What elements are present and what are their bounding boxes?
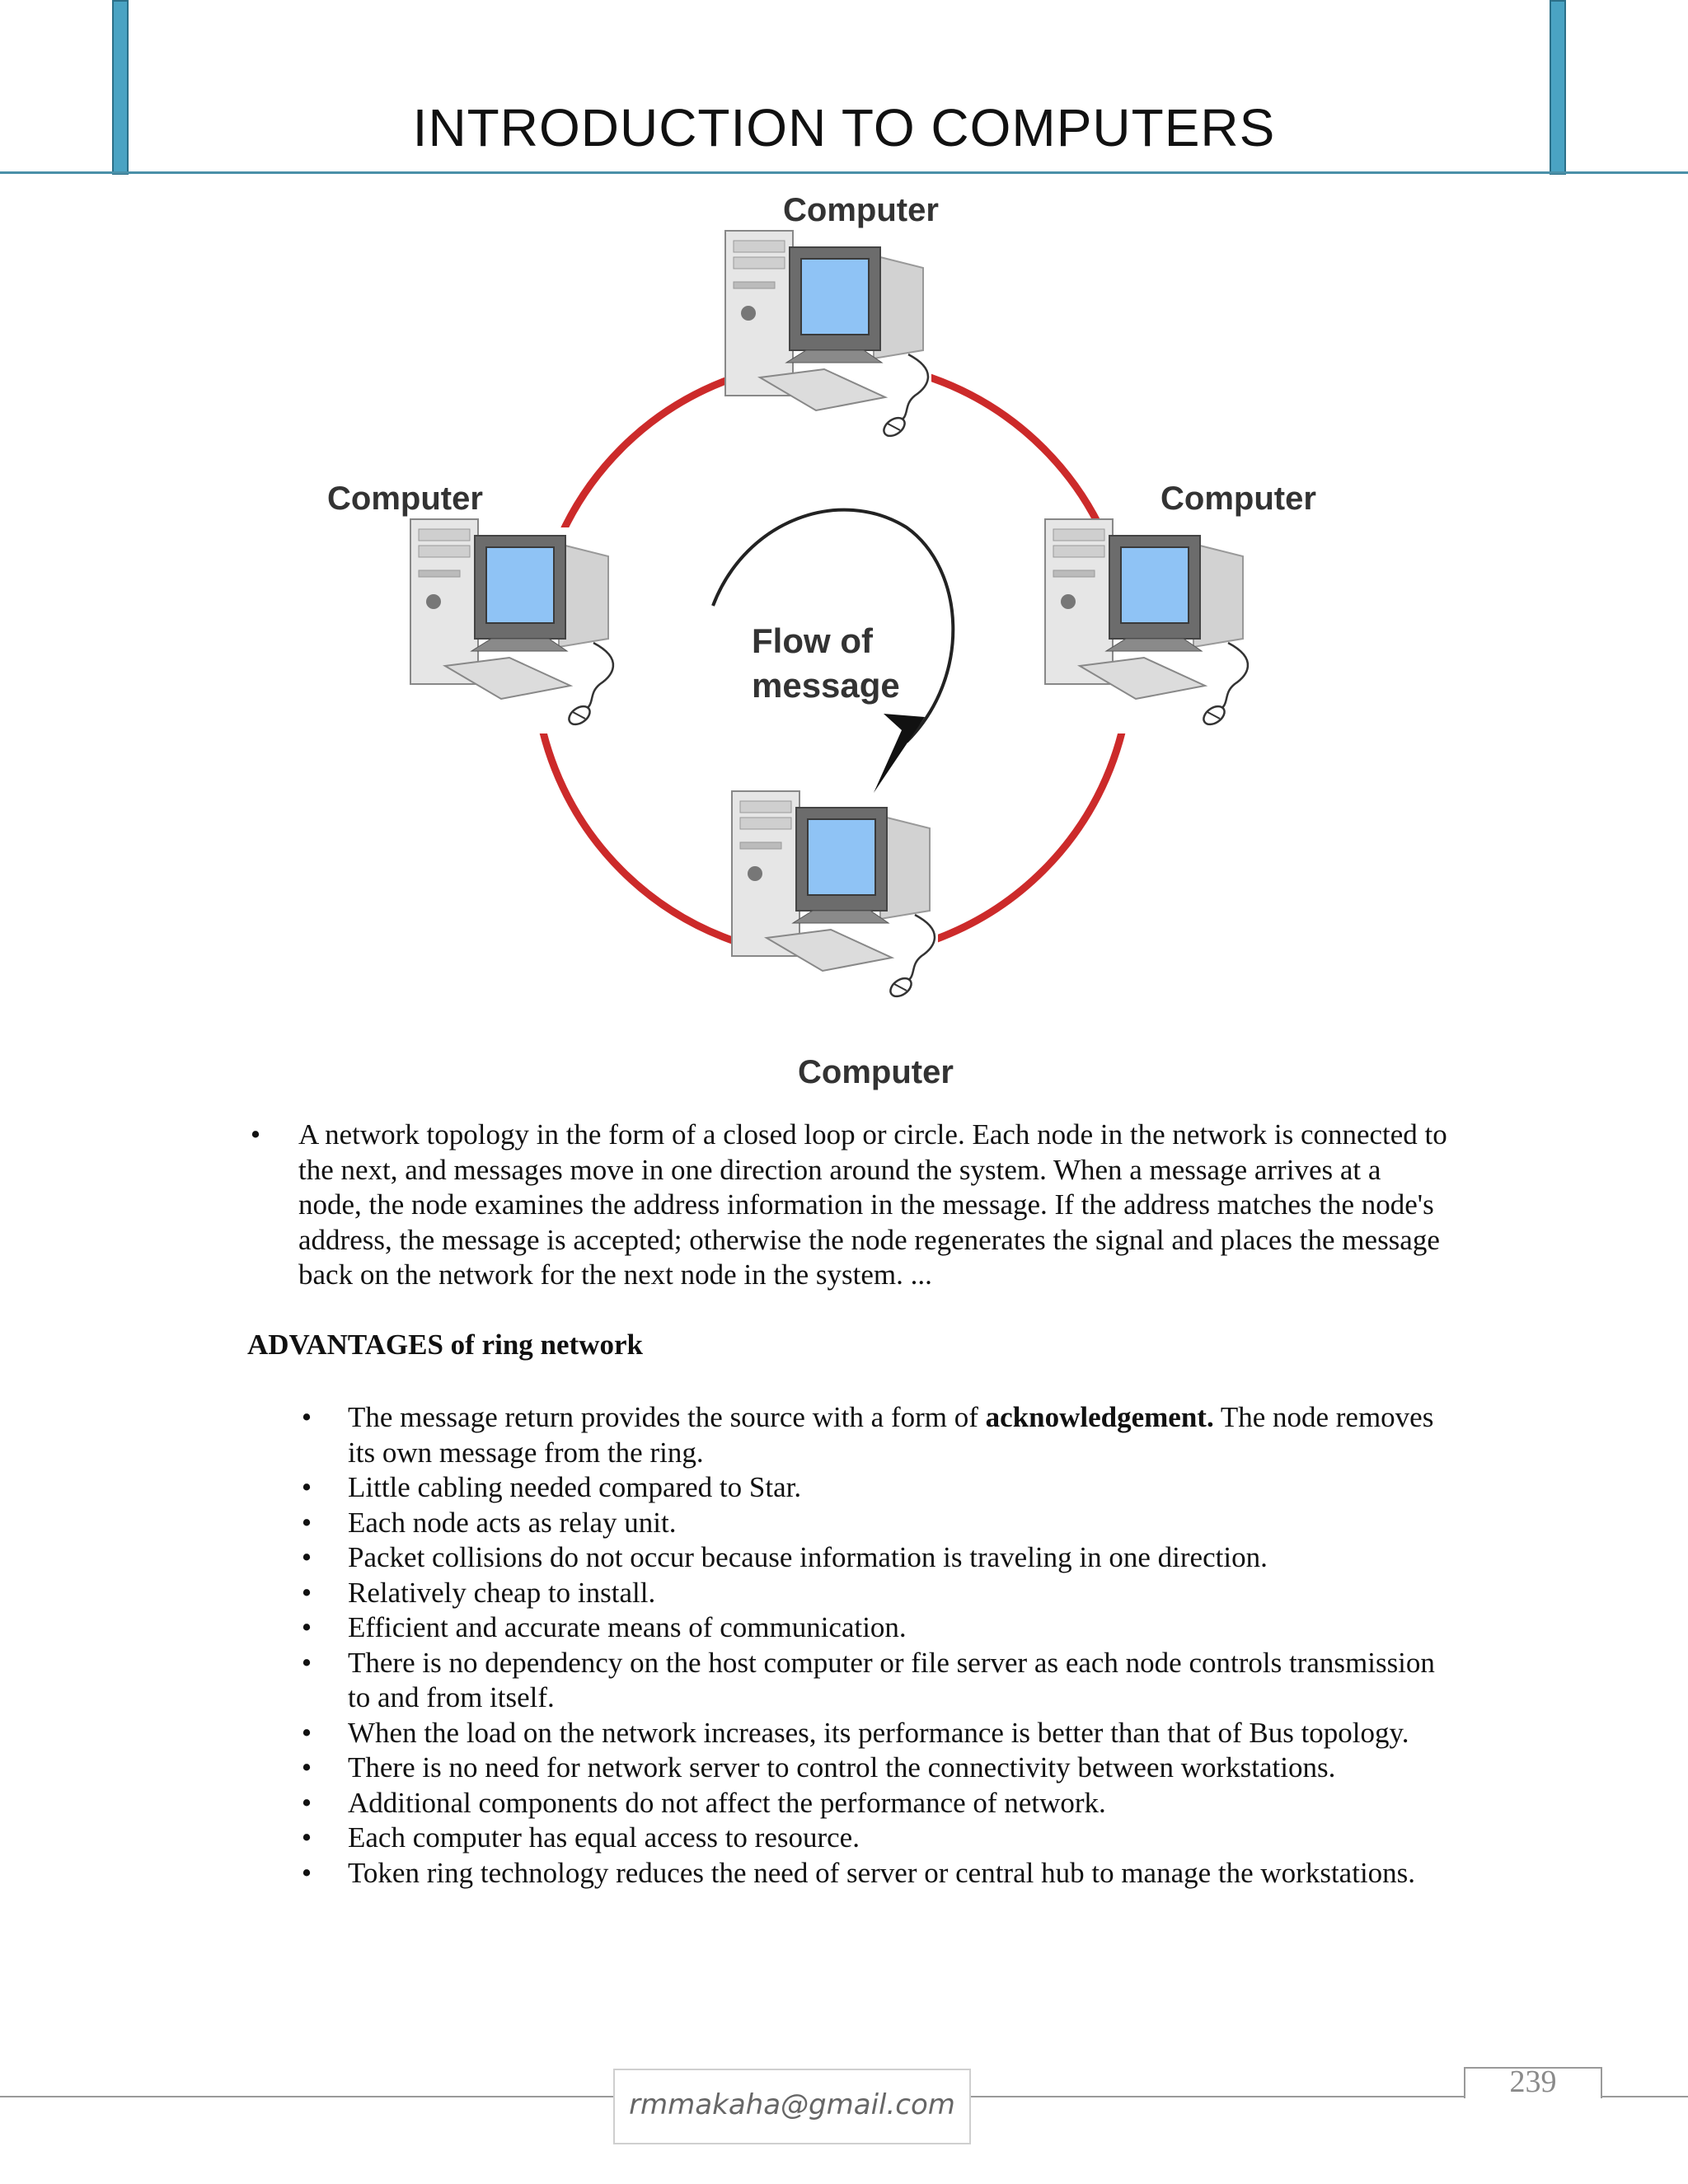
bullet: • [301,1541,312,1573]
computer-label-bottom: Computer [798,1054,954,1090]
computer-label-top: Computer [783,192,939,228]
list-item-text: Token ring technology reduces the need o… [348,1856,1416,1889]
computer-icon [730,790,938,1010]
advantages-heading: ADVANTAGES of ring network [247,1328,643,1361]
list-item: • There is no need for network server to … [298,1750,1451,1786]
computer-label-left: Computer [327,480,483,517]
list-item: • Little cabling needed compared to Star. [298,1470,1451,1506]
bullet: • [301,1611,312,1643]
flow-label-line1: Flow of [752,621,874,660]
list-item: • The message return provides the source… [298,1400,1451,1470]
list-item: • Each node acts as relay unit. [298,1506,1451,1541]
list-item-text: Additional components do not affect the … [348,1786,1106,1819]
list-item: • Relatively cheap to install. [298,1576,1451,1611]
list-item: • Each computer has equal access to resou… [298,1821,1451,1856]
bullet: • [301,1401,312,1433]
intro-bullet-item: • A network topology in the form of a cl… [247,1118,1451,1293]
bullet: • [250,1118,261,1151]
header-left-bar [112,0,129,175]
list-item: • Token ring technology reduces the need … [298,1856,1451,1891]
computer-icon [409,518,615,733]
list-item-text: Packet collisions do not occur because i… [348,1541,1268,1573]
list-item-text-part: The message return provides the source w… [348,1401,986,1433]
bullet: • [301,1821,312,1854]
ring-topology-diagram: Flow of message Computer Computer Comput… [327,192,1316,1090]
bullet: • [301,1506,312,1539]
list-item-text: Little cabling needed compared to Star. [348,1471,802,1503]
bullet: • [301,1576,312,1609]
header-rule [0,171,1688,174]
list-item-bold-text: acknowledgement. [985,1401,1214,1433]
footer-email: rmmakaha@gmail.com [629,2088,955,2121]
page-number: 239 [1509,2064,1557,2099]
curved-arrow-icon [711,508,955,743]
list-item-text: There is no need for network server to c… [348,1751,1336,1783]
bullet: • [301,1646,312,1679]
list-item: • Additional components do not affect the… [298,1786,1451,1821]
list-item-text: When the load on the network increases, … [348,1716,1409,1749]
computer-icon [1043,518,1250,733]
header-right-bar [1550,0,1566,175]
list-item-text: Relatively cheap to install. [348,1576,656,1609]
list-item-text: Each node acts as relay unit. [348,1506,677,1539]
list-item-text: Each computer has equal access to resour… [348,1821,860,1854]
list-item: • Packet collisions do not occur because … [298,1540,1451,1576]
bullet: • [301,1471,312,1503]
computer-label-right: Computer [1160,480,1316,517]
intro-text: A network topology in the form of a clos… [298,1118,1447,1291]
computer-icon [724,229,931,445]
page-body: • A network topology in the form of a cl… [247,1118,1451,1891]
list-item: • When the load on the network increases,… [298,1716,1451,1751]
list-item: • There is no dependency on the host comp… [298,1646,1451,1716]
footer-email-box: rmmakaha@gmail.com [613,2069,971,2144]
list-item-text: There is no dependency on the host compu… [348,1646,1435,1714]
list-item-text-part: The node removes its own message from th… [348,1401,1434,1469]
flow-label-line2: message [752,666,900,705]
page-title: INTRODUCTION TO COMPUTERS [412,98,1276,157]
arrow-head-icon [874,714,925,793]
list-item-text: Efficient and accurate means of communic… [348,1611,907,1643]
list-item: • Efficient and accurate means of communi… [298,1610,1451,1646]
page-number-box: 239 [1464,2064,1602,2099]
bullet: • [301,1716,312,1749]
advantages-list: • The message return provides the source… [247,1400,1451,1891]
bullet: • [301,1856,312,1889]
bullet: • [301,1786,312,1819]
bullet: • [301,1751,312,1783]
